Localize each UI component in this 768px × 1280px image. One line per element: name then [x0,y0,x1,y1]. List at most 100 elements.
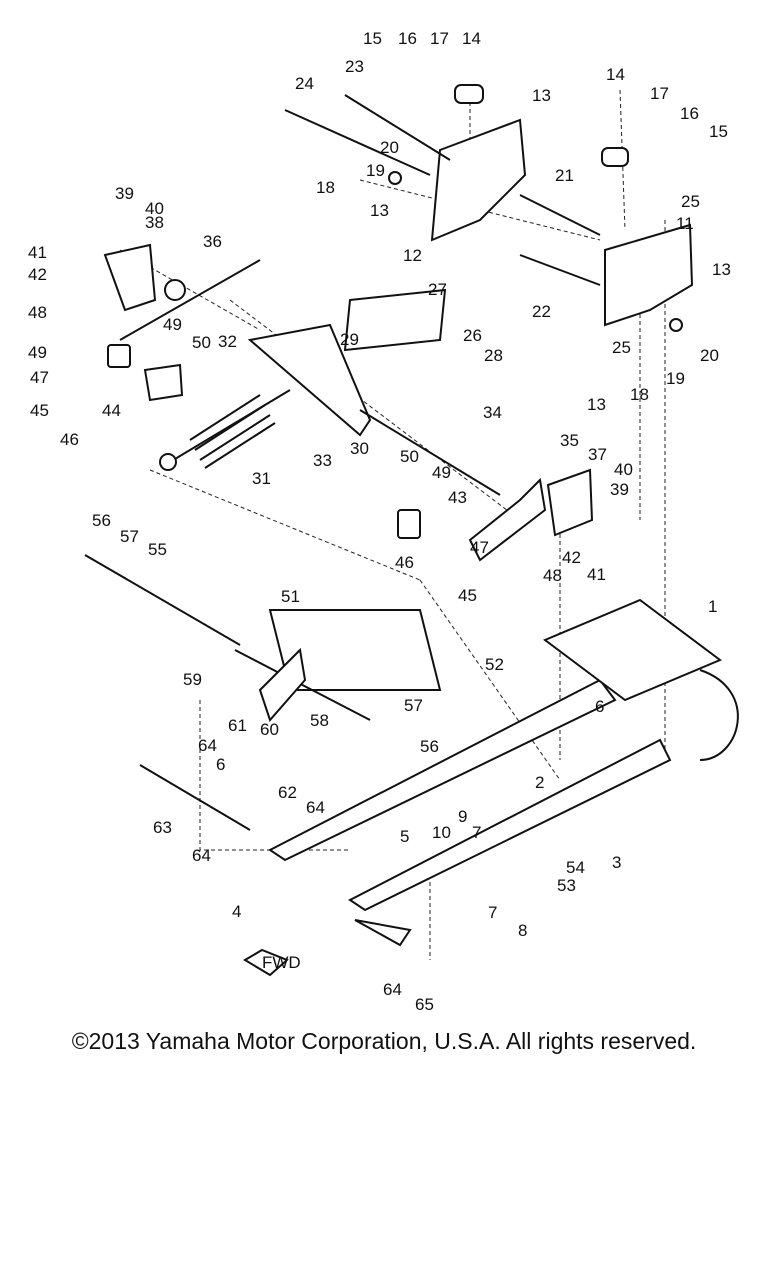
part-label: 61 [228,716,247,735]
blank-area [0,1075,768,1280]
part-label: 39 [610,480,629,499]
part-label: 25 [681,192,700,211]
part-label: 47 [470,538,489,557]
part-label: 64 [383,980,402,999]
part-label: 36 [203,232,222,251]
part-label: 39 [115,184,134,203]
part-label: 18 [316,178,335,197]
part-label: 40 [145,199,164,218]
shock-absorber [159,389,291,471]
part-label: 27 [428,280,447,299]
fwd-label: FWD [262,953,301,972]
part-label: 31 [252,469,271,488]
part-label: 53 [557,876,576,895]
part-label: 63 [153,818,172,837]
front-arm-assembly [103,243,501,496]
part-label: 14 [462,29,481,48]
part-label: 13 [532,86,551,105]
part-label: 17 [430,29,449,48]
part-label: 21 [555,166,574,185]
part-label: 45 [458,586,477,605]
part-label: 51 [281,587,300,606]
part-label: 46 [60,430,79,449]
part-label: 22 [532,302,551,321]
part-label: 50 [400,447,419,466]
part-label: 37 [588,445,607,464]
part-label: 23 [345,57,364,76]
part-label: 56 [420,737,439,756]
part-label: 38 [145,213,164,232]
part-label: 9 [458,807,467,826]
part-label: 16 [398,29,417,48]
part-label: 15 [363,29,382,48]
part-label: 62 [278,783,297,802]
part-label: 5 [400,827,409,846]
part-label: 11 [676,214,694,233]
part-label: 42 [28,265,47,284]
part-label: 41 [587,565,606,584]
fwd-marker: FWD [243,948,301,977]
part-number-labels: 1 2 3 4 5 6 6 7 7 8 9 10 11 12 13 13 13 … [28,29,731,1014]
part-label: 64 [306,798,325,817]
part-label: 40 [614,460,633,479]
part-label: 44 [102,401,121,420]
part-label: 42 [562,548,581,567]
part-label: 35 [560,431,579,450]
part-label: 7 [472,823,481,842]
part-label: 18 [630,385,649,404]
part-label: 30 [350,439,369,458]
part-label: 58 [310,711,329,730]
part-label: 24 [295,74,314,93]
part-label: 29 [340,330,359,349]
part-label: 12 [403,246,422,265]
part-label: 25 [612,338,631,357]
part-label: 8 [518,921,527,940]
part-label: 60 [260,720,279,739]
part-label: 56 [92,511,111,530]
part-label: 49 [28,343,47,362]
part-label: 6 [595,697,604,716]
part-label: 1 [708,597,717,616]
leader-lines [119,89,666,960]
part-label: 46 [395,553,414,572]
part-label: 45 [30,401,49,420]
part-label: 65 [415,995,434,1014]
part-label: 4 [232,902,241,921]
part-label: 19 [366,161,385,180]
rear-arm-assembly [397,468,594,562]
part-label: 13 [712,260,731,279]
rear-mounting-bracket-left [284,84,527,242]
part-label: 49 [163,315,182,334]
part-label: 3 [612,853,621,872]
part-label: 17 [650,84,669,103]
part-label: 6 [216,755,225,774]
part-label: 26 [463,326,482,345]
part-label: 34 [483,403,502,422]
part-label: 15 [709,122,728,141]
part-label: 14 [606,65,625,84]
part-label: 48 [28,303,47,322]
copyright-notice: ©2013 Yamaha Motor Corporation, U.S.A. A… [71,1028,697,1054]
rear-mounting-bracket-right [519,147,694,332]
part-label: 57 [404,696,423,715]
part-label: 28 [484,346,503,365]
part-label: 48 [543,566,562,585]
part-label: 64 [192,846,211,865]
part-label: 43 [448,488,467,507]
part-label: 49 [432,463,451,482]
exploded-parts-diagram: FWD 1 2 3 4 5 6 6 7 7 8 9 10 11 12 13 13… [28,29,739,1014]
part-label: 57 [120,527,139,546]
part-label: 52 [485,655,504,674]
part-label: 33 [313,451,332,470]
part-label: 10 [432,823,451,842]
part-label: 13 [370,201,389,220]
part-label: 7 [488,903,497,922]
part-label: 16 [680,104,699,123]
part-label: 32 [218,332,237,351]
part-label: 2 [535,773,544,792]
part-label: 20 [700,346,719,365]
part-label: 50 [192,333,211,352]
part-label: 20 [380,138,399,157]
part-label: 13 [587,395,606,414]
part-label: 19 [666,369,685,388]
